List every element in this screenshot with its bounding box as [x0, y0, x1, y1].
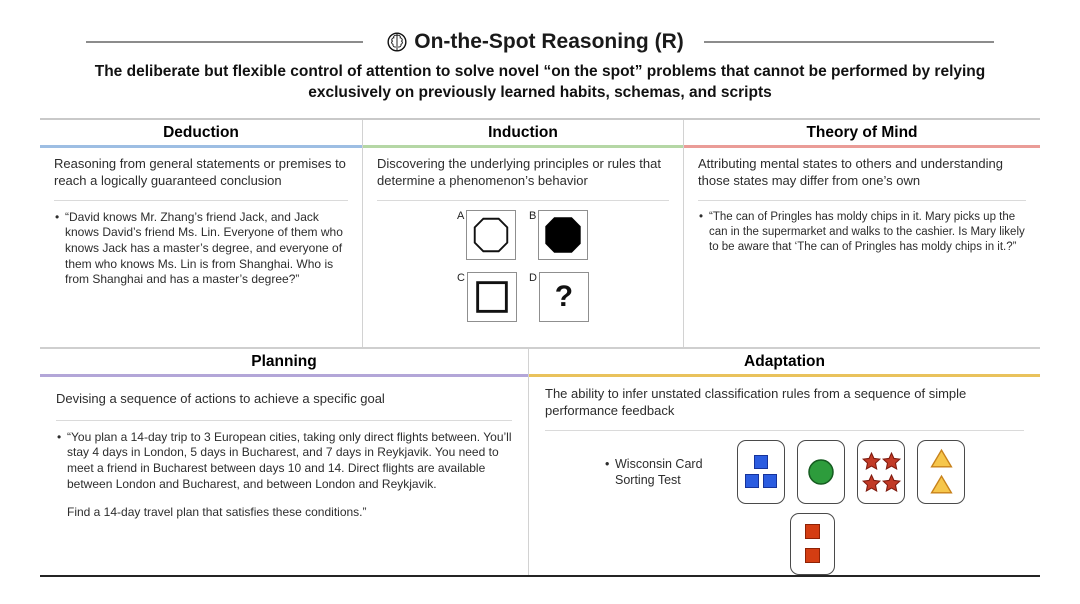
induction-divider [377, 199, 669, 201]
page-title-text: On-the-Spot Reasoning (R) [414, 30, 684, 53]
cell-planning: Planning Devising a sequence of actions … [40, 349, 528, 575]
blue-square [754, 455, 768, 470]
octagon-filled-shape [538, 209, 589, 260]
induction-accent-bar [363, 145, 683, 148]
red-star [881, 451, 901, 470]
red-star [861, 451, 881, 470]
red-star [881, 473, 901, 492]
theory-of-mind-example: “The can of Pringles has moldy chips in … [698, 210, 1026, 255]
blue-square [745, 474, 759, 489]
blue-square [763, 474, 777, 489]
adaptation-header: Adaptation [744, 353, 825, 370]
theory-of-mind-definition: Attributing mental states to others and … [698, 156, 1003, 188]
deduction-header: Deduction [163, 124, 239, 141]
figure-label-d: D [529, 271, 537, 284]
wcst-cards-row [737, 439, 965, 504]
row-top: Deduction Reasoning from general stateme… [40, 118, 1040, 347]
figure-label-a: A [457, 209, 465, 222]
cell-adaptation: Adaptation The ability to infer unstated… [528, 349, 1040, 575]
red-star [861, 473, 881, 492]
planning-divider [56, 419, 512, 421]
adaptation-definition: The ability to infer unstated classifica… [545, 386, 967, 418]
planning-example-part1: “You plan a 14-day trip to 3 European ci… [67, 429, 512, 491]
cell-deduction: Deduction Reasoning from general stateme… [40, 120, 362, 347]
square-outline-shape [467, 271, 517, 322]
card-yellow-triangles [917, 439, 965, 504]
theory-of-mind-accent-bar [684, 145, 1040, 148]
wcst-stimulus-row [601, 512, 1024, 575]
card-red-stars [857, 439, 905, 504]
deduction-definition: Reasoning from general statements or pre… [54, 156, 346, 188]
induction-definition: Discovering the underlying principles or… [377, 156, 661, 188]
card-red-squares [790, 512, 835, 575]
planning-definition: Devising a sequence of actions to achiev… [56, 391, 385, 406]
planning-example: “You plan a 14-day trip to 3 European ci… [56, 430, 512, 521]
planning-header: Planning [251, 353, 317, 370]
figure-item-d: D ? [529, 271, 589, 322]
page-title: On-the-Spot Reasoning (R) [387, 30, 684, 54]
title-divider-right [703, 41, 994, 43]
figure-item-b: B [529, 209, 589, 260]
yellow-triangle [929, 449, 953, 468]
deduction-accent-bar [40, 145, 362, 148]
induction-figure: A B [457, 209, 589, 322]
theory-of-mind-header: Theory of Mind [806, 124, 918, 141]
wcst-label: Wisconsin Card Sorting Test [604, 456, 721, 489]
octagon-outline-shape [466, 209, 517, 260]
deduction-divider [54, 199, 348, 201]
cell-theory-of-mind: Theory of Mind Attributing mental states… [683, 120, 1040, 347]
card-blue-squares [737, 439, 785, 504]
yellow-triangle [929, 475, 953, 494]
brain-icon [387, 32, 407, 52]
figure-item-a: A [457, 209, 517, 260]
deduction-example: “David knows Mr. Zhang’s friend Jack, an… [54, 210, 348, 288]
planning-example-part2: Find a 14-day travel plan that satisfies… [67, 505, 367, 520]
planning-accent-bar [40, 374, 528, 377]
title-row: On-the-Spot Reasoning (R) [0, 30, 1080, 54]
taxonomy-table: Deduction Reasoning from general stateme… [40, 118, 1040, 577]
figure-item-c: C [457, 271, 517, 322]
induction-header: Induction [488, 124, 558, 141]
title-divider-left [86, 41, 364, 43]
figure-label-c: C [457, 271, 465, 284]
question-mark: ? [554, 279, 574, 313]
red-square [805, 524, 820, 540]
theory-of-mind-divider [698, 199, 1026, 201]
card-green-circle [797, 439, 845, 504]
wcst-figure: Wisconsin Card Sorting Test [545, 439, 1024, 575]
subtitle: The deliberate but flexible control of a… [94, 63, 986, 101]
red-square [805, 548, 820, 564]
cell-induction: Induction Discovering the underlying pri… [362, 120, 683, 347]
green-circle [808, 459, 834, 485]
adaptation-divider [545, 429, 1024, 431]
figure-label-b: B [529, 209, 537, 222]
question-mark-shape: ? [538, 271, 589, 322]
row-bottom: Planning Devising a sequence of actions … [40, 347, 1040, 577]
adaptation-accent-bar [529, 374, 1040, 377]
